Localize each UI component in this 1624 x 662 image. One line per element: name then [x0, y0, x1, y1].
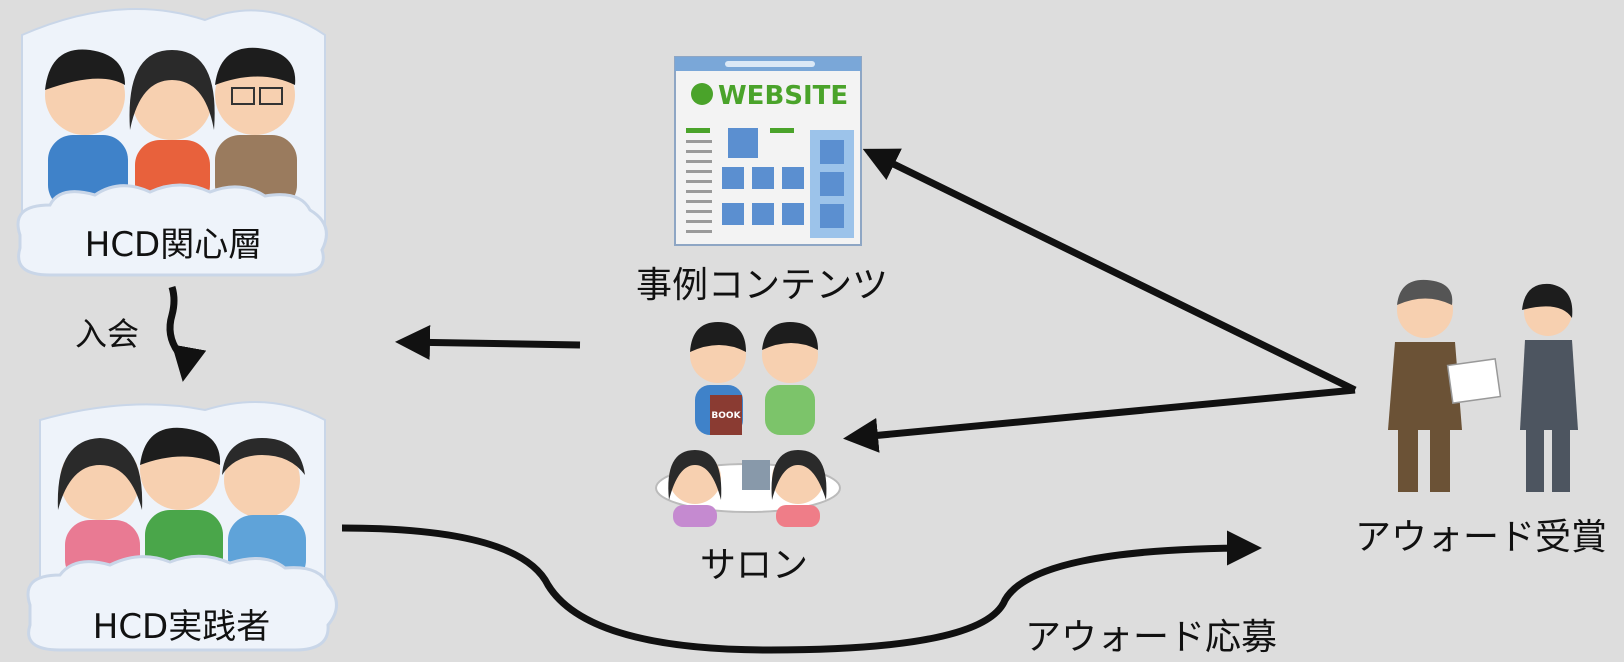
interested-group-illustration	[16, 8, 328, 277]
interested-label: HCD関心層	[84, 225, 263, 265]
join-label: 入会	[75, 315, 140, 353]
apply-label: アウォード応募	[1025, 617, 1278, 658]
award-to-content-arrow	[862, 148, 1357, 394]
salon-label: サロン	[700, 545, 809, 586]
website-logo-text: WEBSITE	[718, 81, 848, 111]
website-illustration: WEBSITE	[674, 56, 862, 246]
book-text: BOOK	[711, 411, 741, 421]
award-illustration	[1388, 279, 1578, 492]
award-to-salon-arrow	[843, 386, 1356, 453]
salon-to-interested-arrow	[395, 324, 581, 360]
salon-illustration: BOOK	[655, 322, 841, 527]
practitioners-label: HCD実践者	[92, 607, 271, 647]
content-label: 事例コンテンツ	[636, 265, 889, 306]
practitioners-group-illustration	[26, 401, 338, 652]
award-label: アウォード受賞	[1355, 517, 1608, 558]
apply-arrow	[341, 524, 1262, 654]
join-arrow	[166, 285, 207, 382]
